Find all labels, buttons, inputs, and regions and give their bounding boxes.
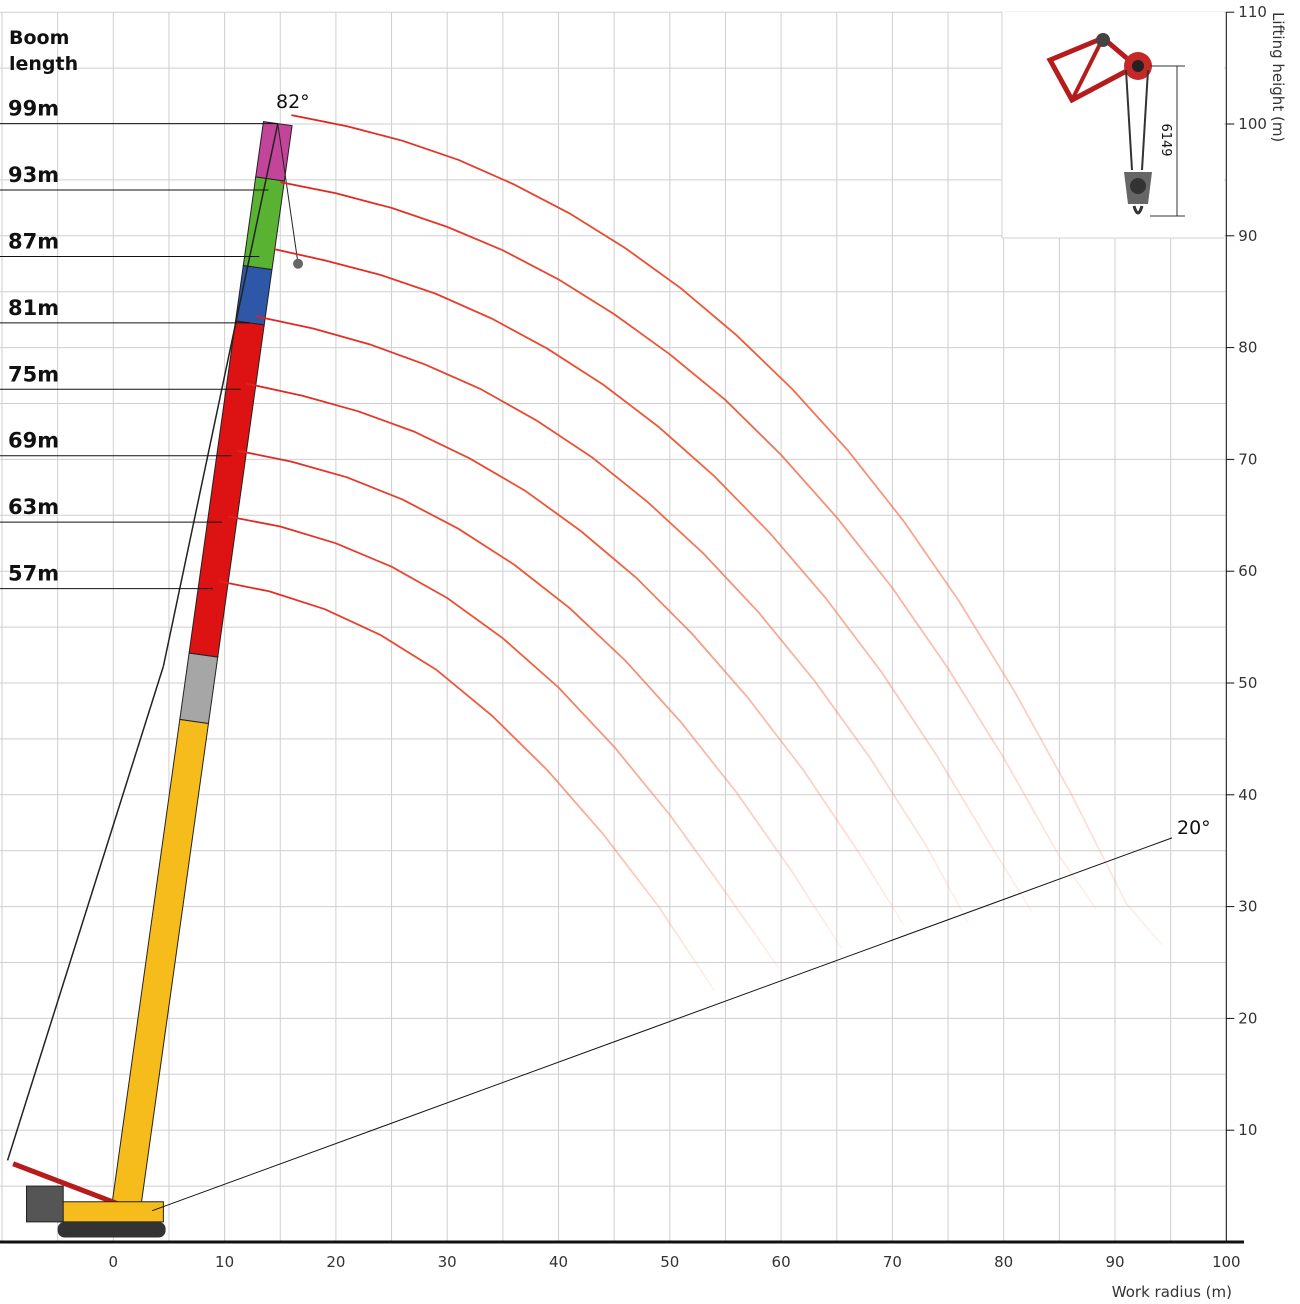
x-tick-label: 100 (1212, 1253, 1241, 1271)
max-angle-label: 82° (276, 91, 310, 113)
boom-section (179, 652, 219, 725)
x-tick-label: 60 (772, 1253, 791, 1271)
y-tick-label: 20 (1238, 1009, 1257, 1027)
boom-label-93m: 93m (8, 163, 59, 187)
crane-body (57, 1201, 164, 1223)
boom-label-75m: 75m (8, 362, 59, 386)
y-tick-label: 110 (1238, 3, 1267, 21)
boom-section (255, 121, 293, 182)
x-tick-label: 20 (326, 1253, 345, 1271)
hook-dimension-label: 6149 (1158, 123, 1173, 156)
height-curves (218, 114, 1163, 991)
x-axis-title: Work radius (m) (1112, 1283, 1232, 1301)
boom-label-99m: 99m (8, 97, 59, 121)
min-angle-label: 20° (1177, 817, 1211, 839)
legend-title-line2: length (9, 53, 78, 75)
y-tick-label: 90 (1238, 227, 1257, 245)
x-tick-label: 30 (438, 1253, 457, 1271)
curve-63m (227, 515, 780, 969)
x-tick-label: 10 (215, 1253, 234, 1271)
curve-81m (255, 315, 969, 923)
crawler-track (57, 1221, 166, 1238)
x-tick-label: 50 (660, 1253, 679, 1271)
x-tick-label: 80 (994, 1253, 1013, 1271)
curve-69m (236, 449, 842, 949)
curve-93m (280, 181, 1097, 910)
curve-87m (274, 248, 1033, 912)
hook-block-inset: 6149 (1001, 12, 1224, 239)
x-tick-label: 40 (549, 1253, 568, 1271)
min-angle-line (152, 837, 1173, 1212)
crane-illustration (6, 121, 304, 1238)
boom-length-leaders: 57m 63m 69m 75m 81m 87m 93m 99m (0, 97, 278, 590)
x-tick-label: 70 (883, 1253, 902, 1271)
y-tick-label: 70 (1238, 450, 1257, 468)
mast (12, 1161, 131, 1211)
boom-label-69m: 69m (8, 429, 59, 453)
boom-label-81m: 81m (8, 296, 59, 320)
legend-title-line1: Boom (9, 27, 69, 49)
hook-block (293, 258, 304, 269)
boom-label-57m: 57m (8, 562, 59, 586)
counterweight (25, 1185, 64, 1223)
y-axis-title: Lifting height (m) (1269, 12, 1287, 142)
y-tick-label: 60 (1238, 562, 1257, 580)
curve-75m (245, 382, 905, 925)
y-tick-label: 40 (1238, 786, 1257, 804)
axes: 0 10 20 30 40 50 60 70 80 90 100 10 20 30 40 50 60 70 80 90… (0, 3, 1267, 1271)
y-tick-label: 30 (1238, 898, 1257, 916)
curve-99m (291, 114, 1163, 946)
hoist-line (277, 123, 299, 264)
x-tick-label: 90 (1105, 1253, 1124, 1271)
y-tick-label: 10 (1238, 1121, 1257, 1139)
curve-57m (218, 580, 716, 991)
y-tick-label: 50 (1238, 674, 1257, 692)
y-tick-label: 80 (1238, 339, 1257, 357)
pendant-line (162, 123, 279, 667)
boom-label-87m: 87m (8, 229, 59, 253)
x-tick-label: 0 (109, 1253, 119, 1271)
boom-label-63m: 63m (8, 495, 59, 519)
backstay-line (6, 666, 165, 1161)
y-tick-label: 100 (1238, 115, 1267, 133)
